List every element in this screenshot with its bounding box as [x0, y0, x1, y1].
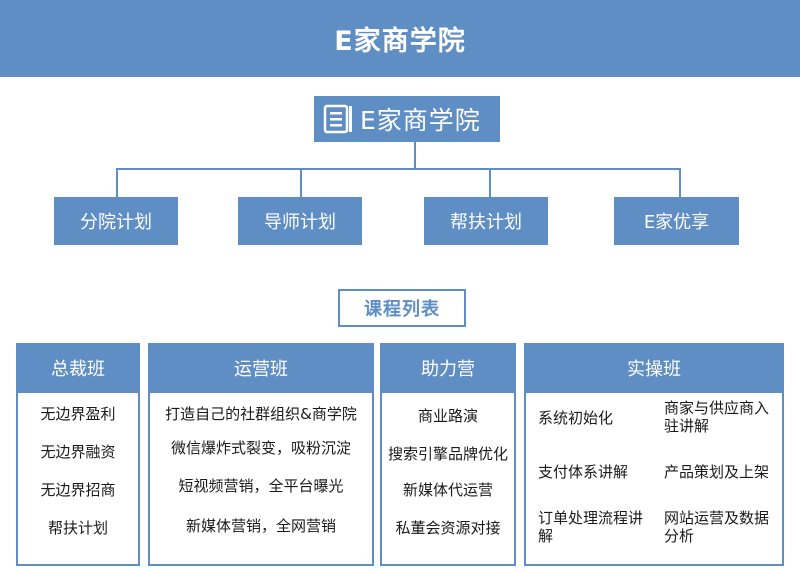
plan-label: 导师计划 — [264, 212, 336, 233]
course-item: 私董会资源对接 — [395, 519, 501, 537]
course-item: 搜索引擎品牌优化 — [387, 445, 508, 463]
column-body-practical: 系统初始化 商家与供应商入驻讲解 支付体系讲解 产品策划及上架 订单处理流程讲解… — [524, 393, 784, 566]
course-item: 订单处理流程讲解 — [538, 509, 644, 545]
plan-node-eshare: E家优享 — [614, 197, 739, 245]
column-header-operations: 运营班 — [148, 343, 374, 393]
course-item: 无边界融资 — [40, 443, 116, 461]
course-item: 新媒体营销，全网营销 — [185, 517, 336, 535]
course-item: 商业路演 — [417, 407, 478, 425]
column-header-practical: 实操班 — [524, 343, 784, 393]
course-item: 短视频营销，全平台曝光 — [178, 477, 344, 495]
book-icon — [323, 104, 352, 134]
plan-node-branch: 分院计划 — [54, 197, 178, 245]
plan-label: 分院计划 — [80, 212, 152, 233]
page-title: E家商学院 — [334, 26, 466, 57]
page-header: E家商学院 — [0, 0, 800, 77]
course-item: 新媒体代运营 — [402, 481, 493, 499]
column-title: 实操班 — [627, 359, 681, 380]
course-item: 打造自己的社群组织&商学院 — [165, 405, 357, 423]
column-header-ceo: 总裁班 — [16, 343, 140, 393]
plan-label: E家优享 — [643, 212, 710, 233]
course-list-title-text: 课程列表 — [364, 299, 440, 320]
logo-box: E家商学院 — [314, 96, 500, 142]
course-item: 帮扶计划 — [47, 519, 108, 537]
column-header-boost-camp: 助力营 — [380, 343, 516, 393]
course-item: 系统初始化 — [538, 409, 614, 427]
course-item: 无边界招商 — [40, 481, 116, 499]
course-item: 网站运营及数据分析 — [664, 509, 770, 545]
course-list-title: 课程列表 — [338, 289, 466, 327]
plan-label: 帮扶计划 — [450, 212, 522, 233]
column-title: 助力营 — [421, 359, 475, 380]
course-item: 产品策划及上架 — [664, 463, 770, 481]
column-body-boost-camp: 商业路演 搜索引擎品牌优化 新媒体代运营 私董会资源对接 — [380, 393, 516, 566]
connector-vertical-main — [414, 142, 416, 170]
course-item: 商家与供应商入驻讲解 — [664, 399, 770, 435]
connector-drop-2 — [300, 168, 302, 197]
column-title: 总裁班 — [51, 359, 105, 380]
course-item: 无边界盈利 — [40, 405, 116, 423]
connector-drop-1 — [116, 168, 118, 197]
connector-drop-3 — [489, 168, 491, 197]
plan-node-support: 帮扶计划 — [424, 197, 548, 245]
column-body-ceo: 无边界盈利 无边界融资 无边界招商 帮扶计划 — [16, 393, 140, 566]
column-body-operations: 打造自己的社群组织&商学院 微信爆炸式裂变，吸粉沉淀 短视频营销，全平台曝光 新… — [148, 393, 374, 566]
connector-drop-4 — [679, 168, 681, 197]
plan-node-mentor: 导师计划 — [238, 197, 362, 245]
course-item: 微信爆炸式裂变，吸粉沉淀 — [170, 439, 351, 457]
connector-horizontal — [116, 168, 681, 170]
column-title: 运营班 — [234, 359, 288, 380]
logo-text: E家商学院 — [360, 106, 481, 135]
course-item: 支付体系讲解 — [538, 463, 629, 481]
